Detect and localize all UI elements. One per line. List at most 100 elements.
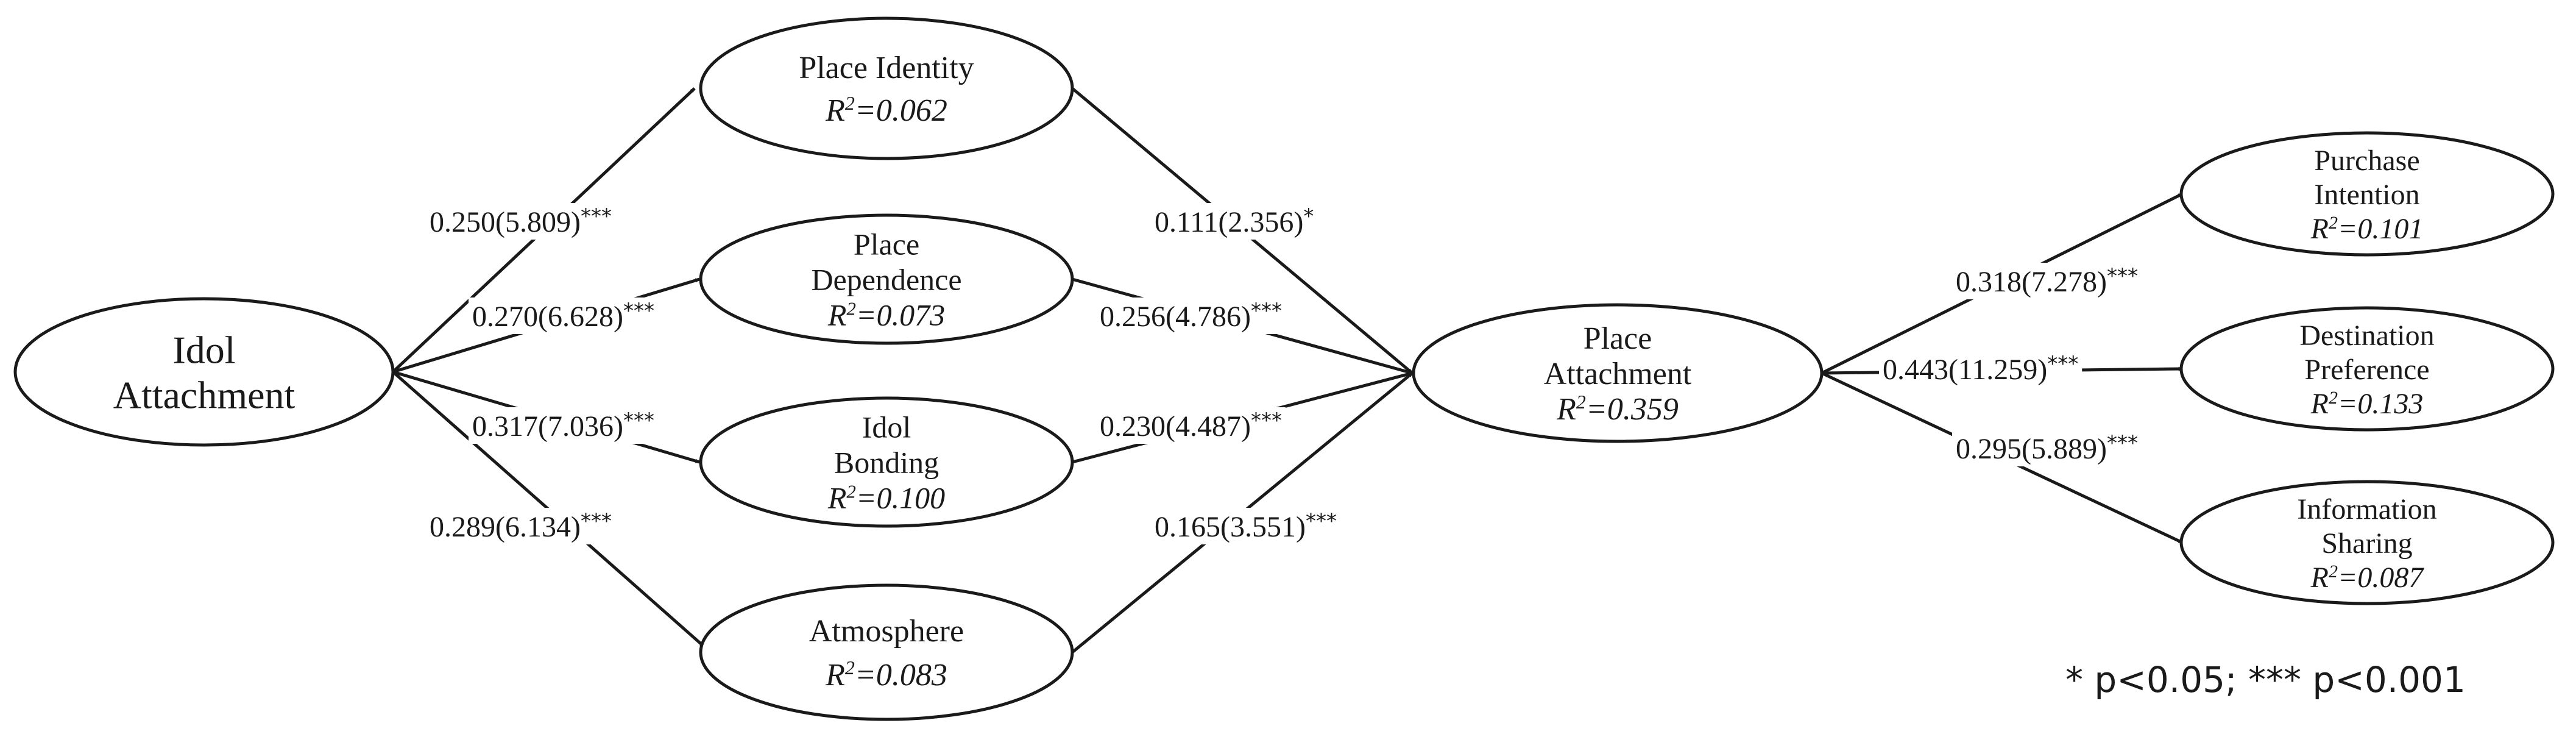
node-ellipse: [2179, 306, 2555, 432]
edge-label-place-attachment-to-destination-preference: 0.443(11.259)***: [1879, 351, 2082, 387]
edge-label-idol-attachment-to-atmosphere: 0.289(6.134)***: [426, 508, 615, 544]
path-coefficient: 0.256(4.786)***: [1100, 299, 1282, 333]
edge-label-idol-attachment-to-place-dependence: 0.270(6.628)***: [469, 298, 658, 334]
node-ellipse: [2179, 480, 2555, 605]
label-background: [1096, 407, 1286, 444]
significance-stars: ***: [581, 509, 612, 533]
path-coefficient: 0.165(3.551)***: [1155, 509, 1337, 543]
path-coefficient: 0.270(6.628)***: [472, 299, 654, 333]
node-label-line: Idol: [862, 410, 911, 444]
coefficient-value: 0.165(3.551): [1155, 511, 1306, 543]
coefficient-value: 0.111(2.356): [1155, 206, 1303, 238]
edge-label-atmosphere-to-place-attachment: 0.165(3.551)***: [1151, 508, 1340, 544]
path-coefficient: 0.230(4.487)***: [1100, 408, 1282, 443]
edge-label-place-identity-to-place-attachment: 0.111(2.356)*: [1151, 203, 1318, 240]
node-label-line: Place: [1583, 321, 1652, 356]
label-background: [1096, 298, 1286, 334]
label-background: [426, 203, 615, 240]
coefficient-value: 0.250(5.809): [430, 206, 581, 238]
path-coefficient: 0.317(7.036)***: [472, 408, 654, 443]
coefficient-value: 0.443(11.259): [1883, 354, 2047, 386]
node-ellipse: [1412, 303, 1824, 443]
r-squared-value: R2=0.100: [827, 480, 945, 515]
coefficient-value: 0.318(7.278): [1956, 266, 2107, 298]
r-squared-value: R2=0.073: [827, 298, 945, 332]
significance-stars: ***: [2107, 431, 2138, 455]
path-coefficient: 0.111(2.356)*: [1155, 204, 1314, 238]
significance-stars: ***: [1251, 408, 1282, 433]
label-background: [1879, 351, 2082, 387]
significance-stars: ***: [2047, 352, 2078, 376]
node-label-line: Information: [2297, 493, 2436, 526]
path-coefficient: 0.318(7.278)***: [1956, 264, 2138, 298]
edge-label-idol-attachment-to-idol-bonding: 0.317(7.036)***: [469, 407, 658, 444]
node-label-line: Place Identity: [799, 51, 974, 85]
label-background: [426, 508, 615, 544]
coefficient-value: 0.317(7.036): [472, 410, 623, 443]
label-background: [1151, 203, 1318, 240]
significance-stars: ***: [1306, 509, 1337, 533]
label-background: [469, 407, 658, 444]
node-ellipse: [2179, 131, 2555, 257]
significance-legend: * p<0.05; *** p<0.001: [2065, 659, 2466, 700]
significance-stars: ***: [623, 299, 654, 323]
node-label-line: Idol: [172, 328, 235, 371]
r-squared-value: R2=0.359: [1556, 391, 1679, 427]
label-background: [1952, 263, 2142, 299]
r-squared-value: R2=0.062: [825, 92, 947, 128]
significance-stars: ***: [2107, 264, 2138, 288]
edge-label-place-attachment-to-purchase-intention: 0.318(7.278)***: [1952, 263, 2142, 299]
edge-label-idol-bonding-to-place-attachment: 0.230(4.487)***: [1096, 407, 1286, 444]
node-label-line: Attachment: [113, 373, 295, 416]
r-squared-value: R2=0.133: [2310, 387, 2424, 420]
node-label-line: Attachment: [1544, 357, 1692, 391]
path-coefficient: 0.443(11.259)***: [1883, 352, 2078, 386]
r-squared-value: R2=0.087: [2310, 561, 2425, 594]
node-label-line: Bonding: [834, 446, 939, 480]
node-label-line: Sharing: [2321, 527, 2412, 560]
significance-stars: ***: [623, 408, 654, 433]
edge-label-place-attachment-to-information-sharing: 0.295(5.889)***: [1952, 430, 2142, 466]
edge-label-place-dependence-to-place-attachment: 0.256(4.786)***: [1096, 298, 1286, 334]
significance-stars: ***: [1251, 299, 1282, 323]
node-ellipse: [699, 583, 1074, 721]
significance-stars: ***: [581, 204, 612, 229]
label-background: [469, 298, 658, 334]
coefficient-value: 0.256(4.786): [1100, 301, 1251, 333]
node-label-line: Dependence: [811, 263, 961, 297]
coefficient-value: 0.295(5.889): [1956, 433, 2107, 465]
node-label-line: Preference: [2304, 354, 2429, 386]
label-background: [1151, 508, 1340, 544]
node-ellipse: [699, 213, 1074, 345]
node-label-line: Intention: [2314, 179, 2419, 211]
label-background: [1952, 430, 2142, 466]
path-coefficient: 0.250(5.809)***: [430, 204, 612, 238]
edge-labels-layer: 0.250(5.809)***0.270(6.628)***0.317(7.03…: [426, 203, 2142, 544]
path-coefficient: 0.295(5.889)***: [1956, 431, 2138, 465]
path-coefficient: 0.289(6.134)***: [430, 509, 612, 543]
coefficient-value: 0.289(6.134): [430, 511, 581, 543]
node-ellipse: [13, 297, 395, 447]
edge-label-idol-attachment-to-place-identity: 0.250(5.809)***: [426, 203, 615, 240]
coefficient-value: 0.230(4.487): [1100, 410, 1251, 443]
node-label-line: Place: [854, 227, 919, 262]
r-squared-value: R2=0.101: [2310, 212, 2424, 245]
node-ellipse: [699, 396, 1074, 528]
r-squared-value: R2=0.083: [825, 657, 947, 693]
node-ellipse: [699, 16, 1074, 160]
significance-stars: *: [1303, 204, 1314, 229]
node-label-line: Atmosphere: [809, 614, 964, 649]
coefficient-value: 0.270(6.628): [472, 301, 623, 333]
node-label-line: Destination: [2299, 319, 2434, 352]
